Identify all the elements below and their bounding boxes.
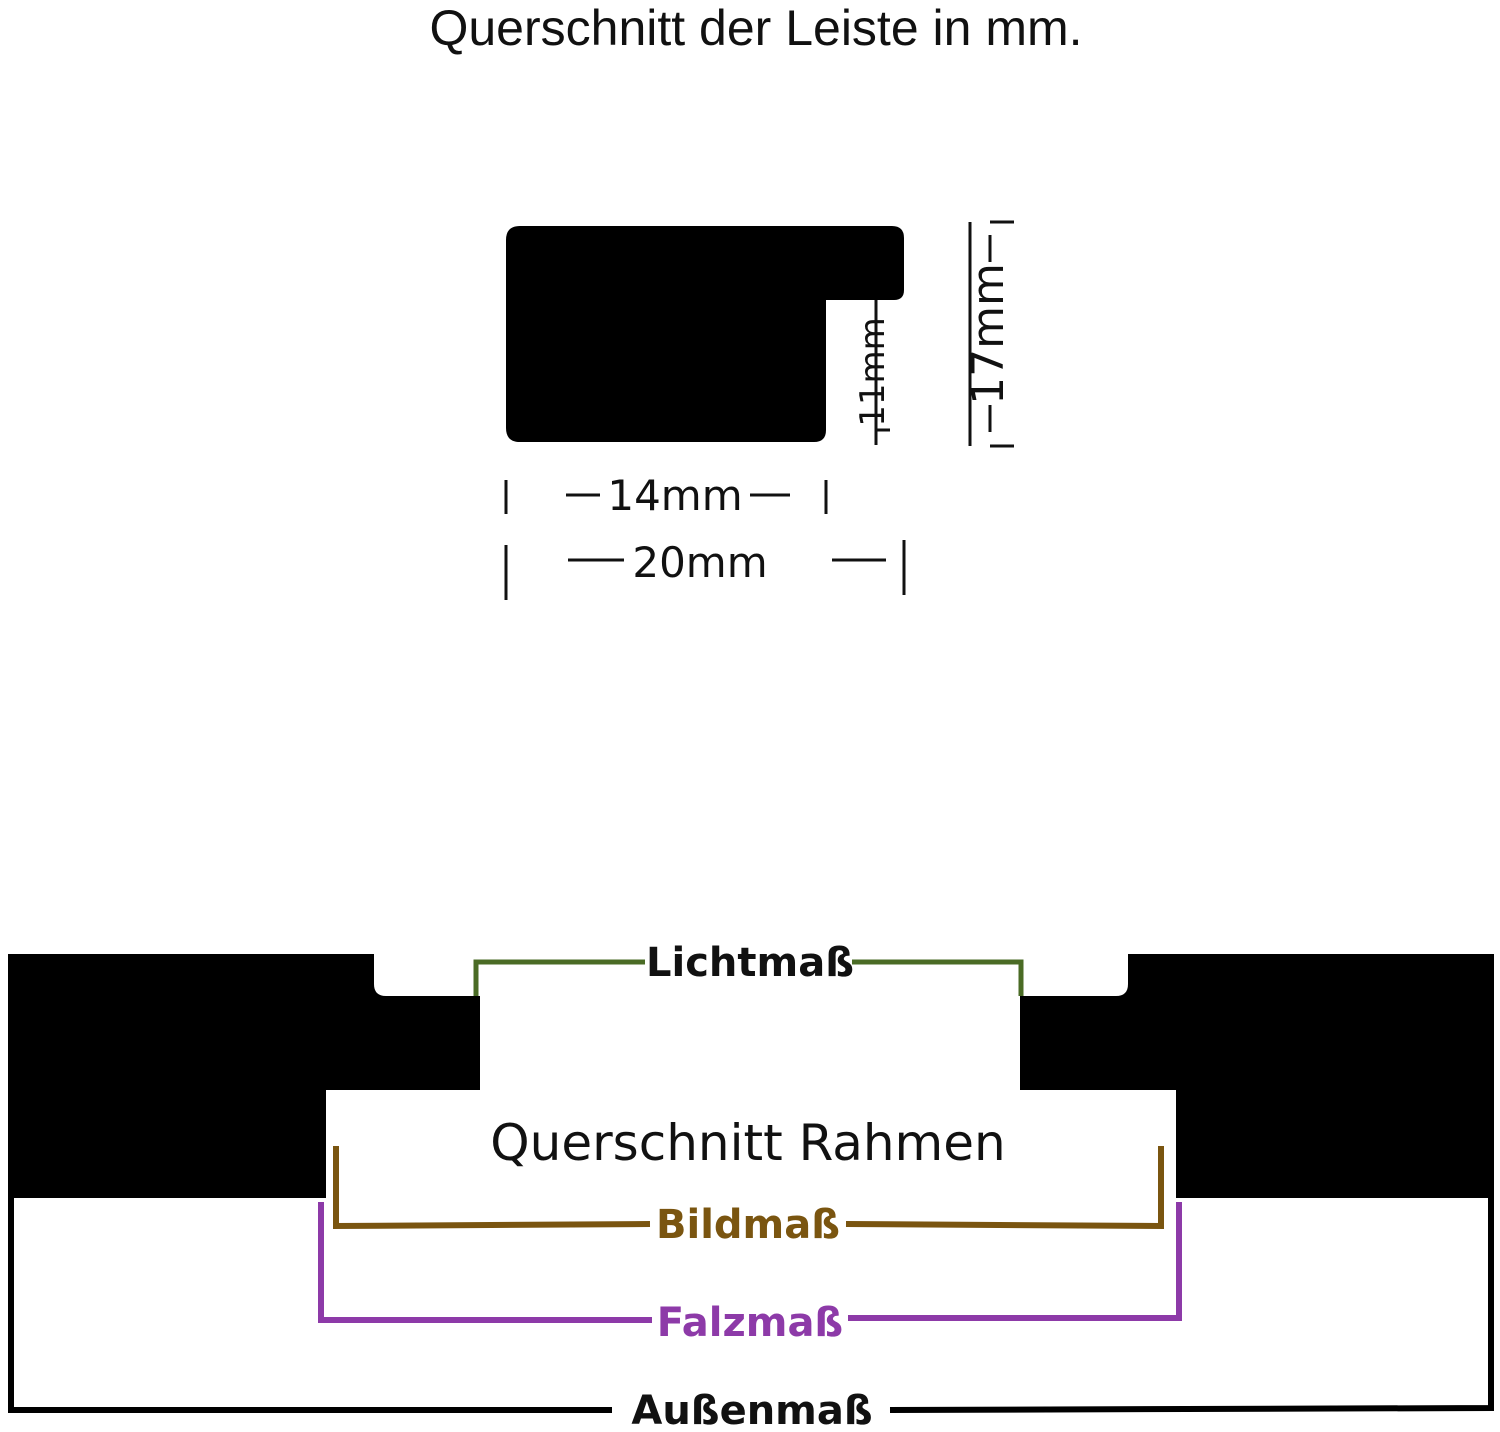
frame-profile-left <box>8 954 480 1198</box>
lichtmass-label: Lichtmaß <box>646 940 854 986</box>
width-total-label: 20mm <box>632 538 767 587</box>
falzmass-label: Falzmaß <box>657 1300 843 1346</box>
lichtmass-bracket: Lichtmaß <box>473 940 1024 996</box>
dimension-14mm: 14mm <box>504 471 828 520</box>
dimension-11mm: 11mm <box>853 300 893 445</box>
width-inner-label: 14mm <box>607 471 742 520</box>
profile-title: Querschnitt der Leiste in mm. <box>429 0 1082 56</box>
bildmass-bracket: Bildmaß <box>333 1146 1164 1248</box>
bildmass-label: Bildmaß <box>656 1202 840 1248</box>
aussenmass-label: Außenmaß <box>631 1388 872 1432</box>
falzmass-bracket: Falzmaß <box>318 1202 1182 1346</box>
aussenmass-bracket: Außenmaß <box>8 1198 1494 1432</box>
dimension-17mm: 17mm <box>963 220 1014 448</box>
profile-cross-section <box>506 226 904 442</box>
dimension-20mm: 20mm <box>504 538 906 600</box>
height-rebate-label: 11mm <box>853 317 893 427</box>
frame-profile-right <box>1020 954 1494 1198</box>
height-total-label: 17mm <box>963 263 1014 405</box>
frame-title: Querschnitt Rahmen <box>490 1114 1005 1172</box>
